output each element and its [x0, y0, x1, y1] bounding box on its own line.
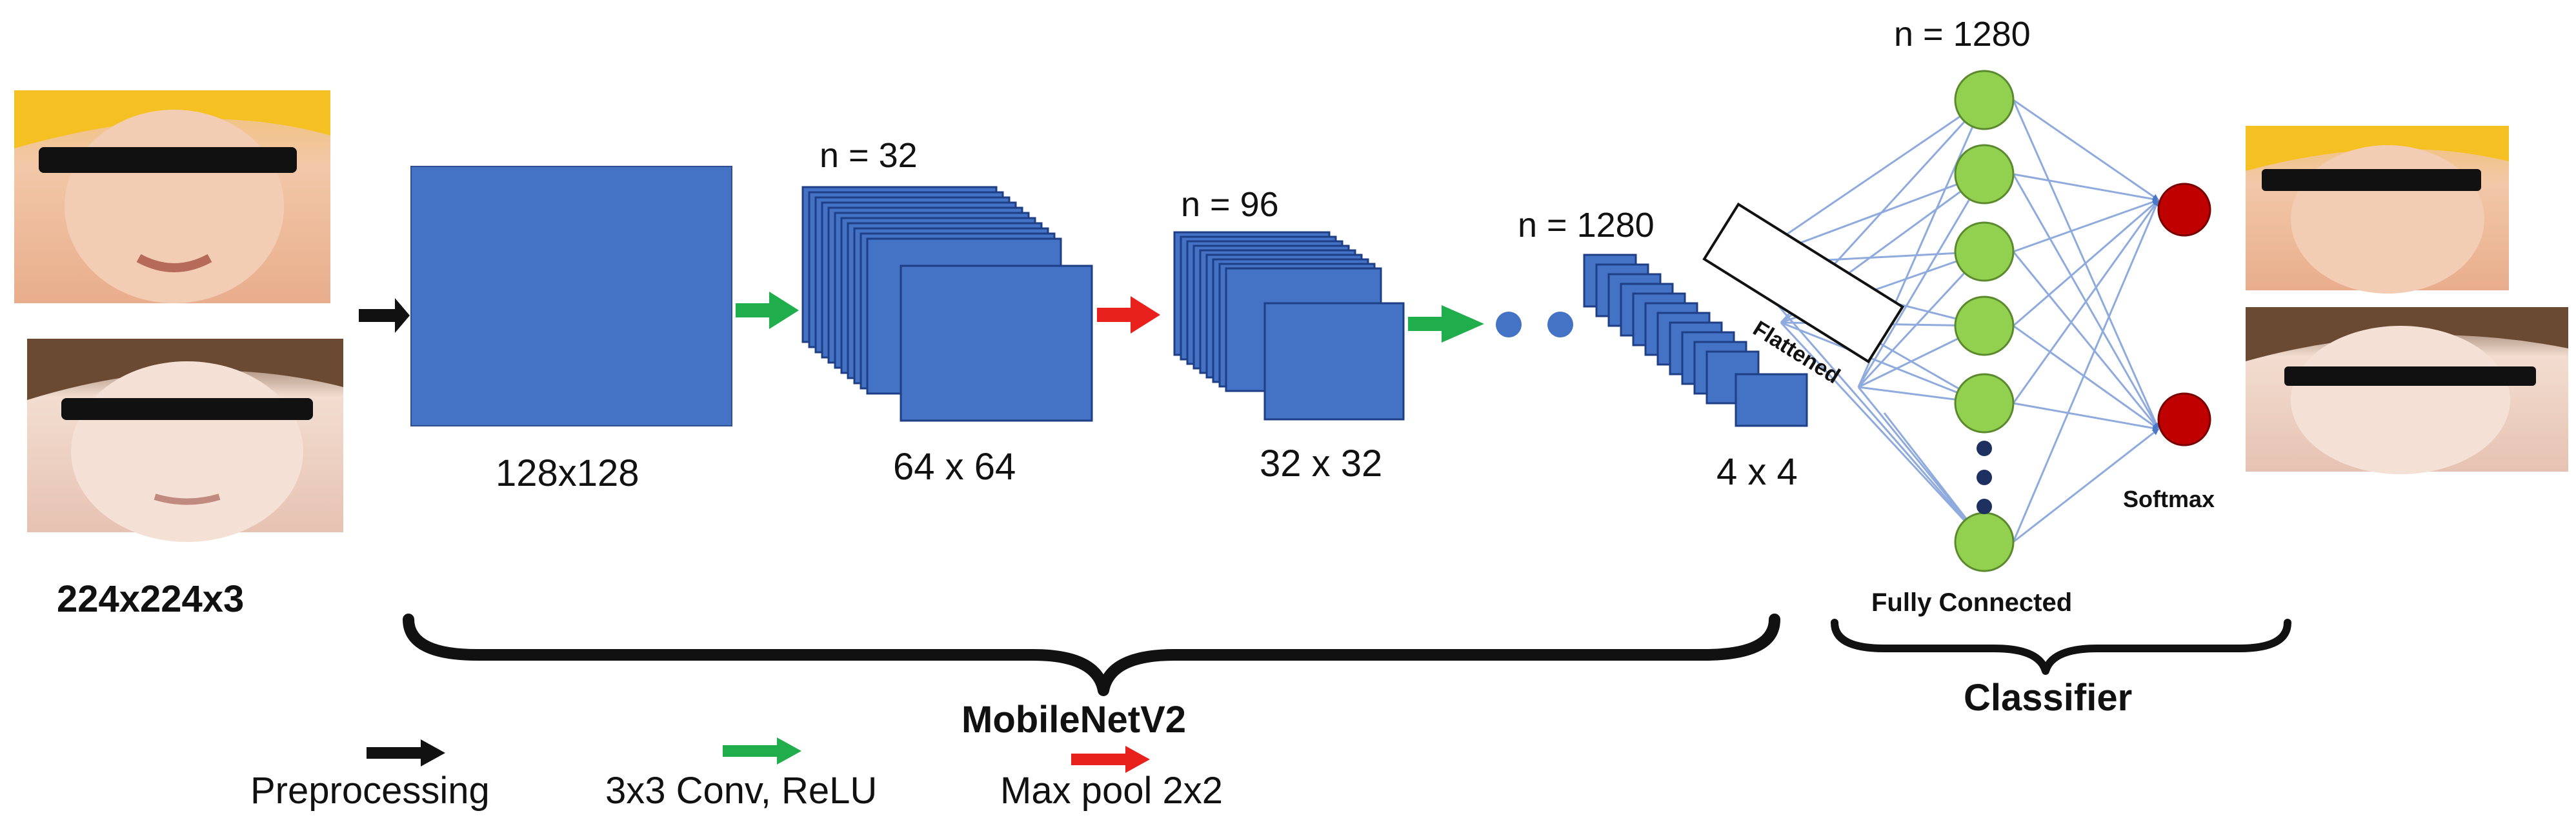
legend-label-conv: 3x3 Conv, ReLU: [605, 770, 878, 812]
conv-arrow-1: [736, 292, 799, 329]
output-node-2: [2157, 392, 2211, 446]
classifier-brace: [1831, 619, 2291, 675]
conv-arrow-2: [1408, 305, 1484, 343]
output-photo-bottom: [2246, 307, 2568, 474]
layer-size-label: 64 x 64: [893, 446, 1016, 488]
legend-arrow-preprocessing: [367, 739, 445, 766]
output-edges: [2012, 99, 2160, 543]
layer-size-label: 128x128: [496, 452, 639, 494]
layer-size-label: 32 x 32: [1260, 443, 1383, 485]
legend-label-preprocessing: Preprocessing: [250, 770, 490, 812]
output-node-1: [2157, 183, 2211, 237]
maxpool-arrow: [1097, 296, 1160, 334]
input-dims-label: 224x224x3: [57, 578, 245, 620]
fc-nodes: [1954, 70, 2015, 572]
legend-arrow-maxpool: [1071, 746, 1150, 773]
layer-stack-32: [1173, 231, 1405, 421]
fc-node: [1954, 144, 2015, 205]
layer-stack-4: [1583, 254, 1808, 427]
fc-count-label: n = 1280: [1894, 15, 2031, 54]
layer-count-label: n = 1280: [1518, 206, 1655, 245]
input-photo-top: [14, 90, 330, 303]
fc-node: [1954, 70, 2015, 130]
layer-size-label: 4 x 4: [1716, 451, 1798, 493]
mobilenet-brace: [403, 614, 1780, 696]
softmax-label: Softmax: [2123, 486, 2215, 512]
layer-count-label: n = 96: [1181, 185, 1279, 224]
fc-node: [1954, 512, 2015, 572]
ellipsis-dot: [1496, 312, 1522, 337]
fc-node: [1954, 221, 2015, 282]
fc-node: [1954, 295, 2015, 356]
legend-arrow-conv: [723, 737, 801, 765]
fully-connected-label: Fully Connected: [1871, 588, 2073, 617]
preprocessing-arrow: [359, 298, 410, 333]
output-photo-top: [2246, 126, 2509, 294]
flattened-box: [1702, 202, 1905, 364]
layer-stack-64: [801, 186, 1093, 422]
classifier-label: Classifier: [1964, 677, 2133, 719]
layer-count-label: n = 32: [820, 136, 918, 175]
fc-node: [1954, 373, 2015, 434]
mobilenet-label: MobileNetV2: [961, 699, 1187, 741]
fc-ellipsis: [1977, 441, 1992, 514]
layer-block-128: [410, 166, 732, 426]
legend-label-maxpool: Max pool 2x2: [1000, 770, 1223, 812]
ellipsis-dot: [1547, 312, 1573, 337]
input-photo-bottom: [27, 339, 343, 542]
